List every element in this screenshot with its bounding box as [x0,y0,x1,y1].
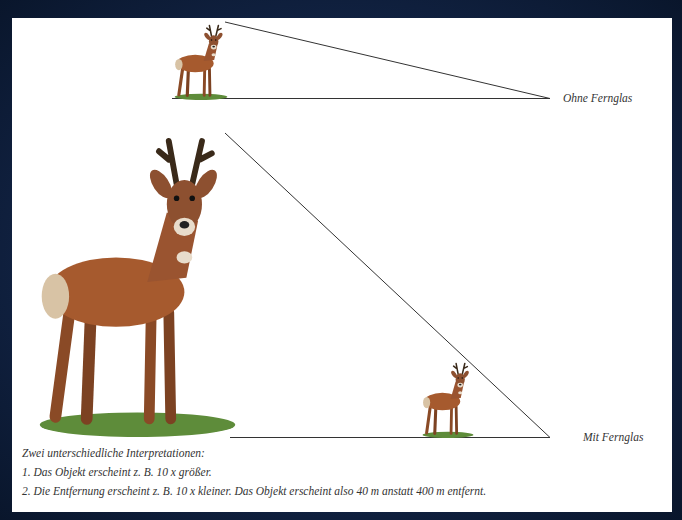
view-label: Mit Fernglas [583,430,643,444]
view-label: Ohne Fernglas [563,91,632,105]
caption-line: 2. Die Entfernung erscheint z. B. 10 x k… [22,484,667,498]
caption-line: 1. Das Objekt erscheint z. B. 10 x größe… [22,465,212,479]
caption-heading: Zwei unterschiedliche Interpretationen: [22,446,205,460]
